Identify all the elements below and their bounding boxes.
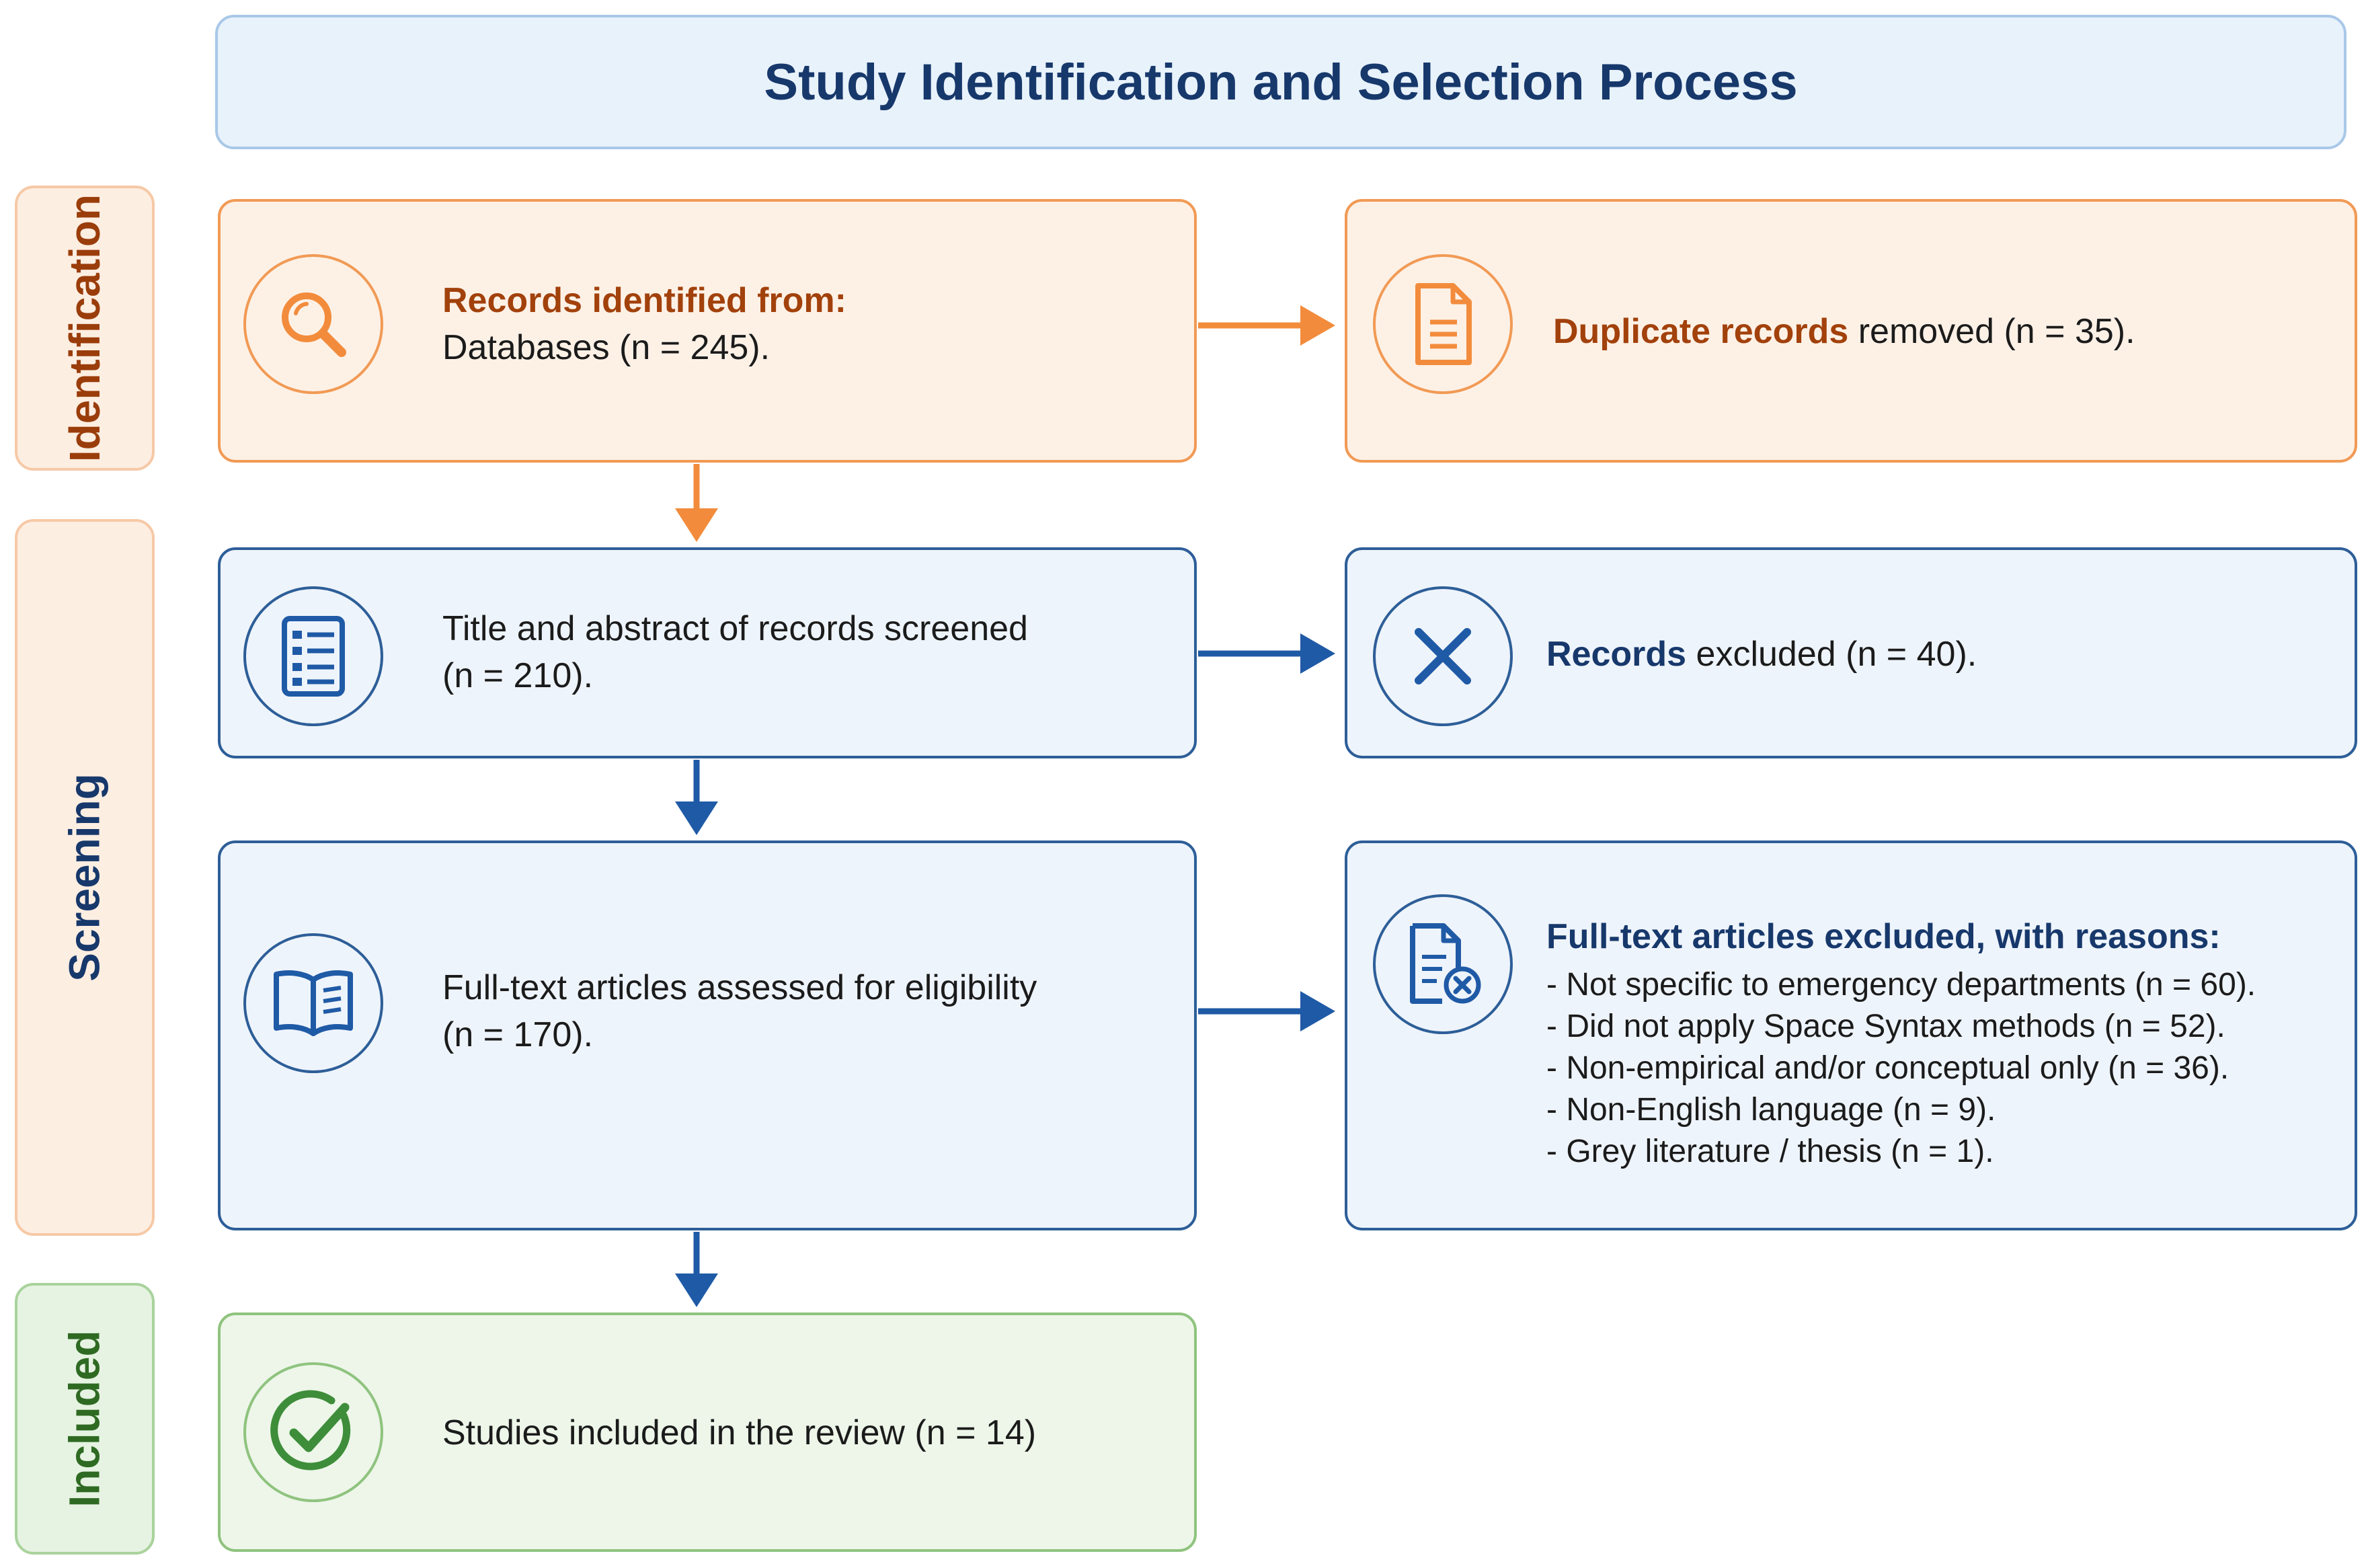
records-excluded-bold: Records <box>1546 635 1687 674</box>
open-book-icon <box>243 933 383 1073</box>
screened-line-2: (n = 210). <box>442 656 594 695</box>
list-document-icon <box>243 586 383 726</box>
records-excluded-box: Records excluded (n = 40). <box>1345 547 2357 758</box>
exclusion-reason: - Non-English language (n = 9). <box>1546 1092 1996 1128</box>
document-icon <box>1373 254 1513 394</box>
assessed-text: Full-text articles assessed for eligibil… <box>442 964 1182 1058</box>
duplicates-bold: Duplicate records <box>1553 312 1849 351</box>
x-icon <box>1373 586 1513 726</box>
fulltext-excluded-heading: Full-text articles excluded, with reason… <box>1546 917 2221 956</box>
title-banner: Study Identification and Selection Proce… <box>215 15 2346 149</box>
records-identified-text: Records identified from: Databases (n = … <box>442 277 1182 371</box>
records-identified-heading: Records identified from: <box>442 281 846 320</box>
arrow-right-screened-to-excluded <box>1198 633 1335 674</box>
document-x-icon <box>1373 894 1513 1034</box>
exclusion-reason: - Grey literature / thesis (n = 1). <box>1546 1134 1994 1169</box>
records-identified-body: Databases (n = 245). <box>442 328 771 367</box>
exclusion-reason: - Did not apply Space Syntax methods (n … <box>1546 1009 2225 1044</box>
included-text: Studies included in the review (n = 14) <box>442 1409 1182 1456</box>
stage-identification: Identification <box>15 186 155 471</box>
assessed-line-2: (n = 170). <box>442 1015 594 1054</box>
screened-box: Title and abstract of records screened (… <box>218 547 1197 758</box>
records-identified-box: Records identified from: Databases (n = … <box>218 199 1197 463</box>
assessed-line-1: Full-text articles assessed for eligibil… <box>442 968 1037 1007</box>
arrow-right-assessed-to-fulltext-excluded <box>1198 991 1335 1031</box>
stage-screening: Screening <box>15 519 155 1236</box>
screened-line-1: Title and abstract of records screened <box>442 609 1028 648</box>
fulltext-excluded-box: Full-text articles excluded, with reason… <box>1345 840 2357 1230</box>
included-box: Studies included in the review (n = 14) <box>218 1312 1197 1552</box>
search-icon <box>243 254 383 394</box>
fulltext-excluded-text: Full-text articles excluded, with reason… <box>1546 913 2346 1173</box>
duplicates-text: Duplicate records removed (n = 35). <box>1553 308 2346 355</box>
check-circle-icon <box>243 1362 383 1502</box>
records-excluded-rest: excluded (n = 40). <box>1686 635 1977 674</box>
assessed-box: Full-text articles assessed for eligibil… <box>218 840 1197 1230</box>
exclusion-reason: - Non-empirical and/or conceptual only (… <box>1546 1050 2229 1086</box>
arrow-down-screened-to-assessed <box>675 760 718 835</box>
stage-included: Included <box>15 1283 155 1555</box>
arrow-down-identified-to-screened <box>675 464 718 542</box>
exclusion-reason: - Not specific to emergency departments … <box>1546 967 2256 1003</box>
diagram-title: Study Identification and Selection Proce… <box>764 53 1798 111</box>
duplicates-rest: removed (n = 35). <box>1848 312 2135 351</box>
records-excluded-text: Records excluded (n = 40). <box>1546 631 2340 678</box>
included-body: Studies included in the review (n = 14) <box>442 1413 1037 1452</box>
screened-text: Title and abstract of records screened (… <box>442 605 1182 699</box>
arrow-down-assessed-to-included <box>675 1232 718 1307</box>
arrow-right-identified-to-duplicates <box>1198 305 1335 346</box>
duplicates-box: Duplicate records removed (n = 35). <box>1345 199 2357 463</box>
